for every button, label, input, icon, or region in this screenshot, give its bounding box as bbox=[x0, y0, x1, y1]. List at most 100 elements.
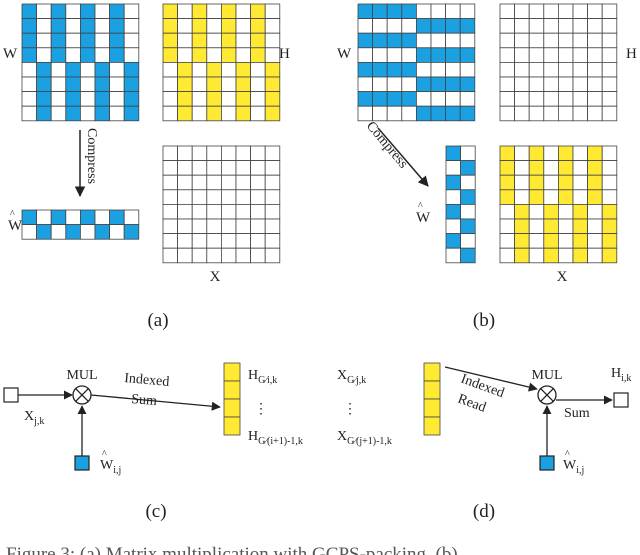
h-matrix-b-cell bbox=[514, 3, 530, 20]
h-matrix-b-cell bbox=[514, 32, 530, 49]
w-hat-matrix-a bbox=[21, 209, 140, 240]
w-matrix-b-cell bbox=[415, 105, 432, 122]
w-matrix-a-cell bbox=[36, 32, 52, 49]
w-matrix-b-cell bbox=[372, 32, 388, 49]
w-matrix-b-cell bbox=[415, 47, 432, 63]
h-matrix-a-cell bbox=[250, 76, 266, 93]
h-matrix-a-cell bbox=[220, 76, 237, 93]
x-matrix-b-cell bbox=[514, 145, 530, 162]
h-matrix-a-cell bbox=[250, 62, 266, 78]
h-matrix-b-cell bbox=[499, 91, 516, 107]
x-label-b: X bbox=[557, 269, 568, 285]
x-matrix-a-cell bbox=[191, 174, 208, 191]
h-matrix-a-cell bbox=[191, 76, 208, 93]
w-hat-matrix-b-cell bbox=[445, 145, 462, 162]
h-matrix-b-cell bbox=[572, 32, 589, 49]
w-matrix-a-cell bbox=[36, 105, 52, 122]
x-matrix-a-cell bbox=[191, 160, 208, 176]
h-matrix-b-cell bbox=[543, 32, 559, 49]
h-matrix-a-cell bbox=[206, 105, 222, 122]
w-matrix-b-cell bbox=[372, 3, 388, 20]
w-matrix-a-cell bbox=[109, 18, 125, 34]
h-column-c bbox=[223, 362, 241, 436]
h-matrix-b-cell bbox=[543, 91, 559, 107]
w-matrix-b-cell bbox=[372, 18, 388, 34]
h-column-cells-c-cell bbox=[223, 416, 241, 436]
h-matrix-a-cell bbox=[235, 62, 252, 78]
w-matrix-b-cell bbox=[386, 105, 403, 122]
h-matrix-a-cell bbox=[191, 47, 208, 63]
w-ij-label-c: Wi,j bbox=[100, 458, 121, 476]
w-hat-matrix-b-cell bbox=[445, 160, 462, 176]
w-matrix-a-cell bbox=[123, 47, 140, 63]
w-matrix-b-cell bbox=[415, 3, 432, 20]
h-matrix-b-cell bbox=[514, 47, 530, 63]
h-matrix-b-cell bbox=[558, 62, 574, 78]
w-hat-matrix-a-cell bbox=[109, 209, 125, 226]
x-matrix-a-cell bbox=[162, 174, 179, 191]
w-hat-matrix-a-cell bbox=[21, 224, 38, 240]
w-matrix-a-cell bbox=[109, 32, 125, 49]
x-matrix-a-cell bbox=[191, 218, 208, 235]
w-matrix-b-cell bbox=[445, 18, 461, 34]
h-matrix-b-cell bbox=[572, 76, 589, 93]
x-column-cells-d bbox=[423, 362, 441, 436]
x-matrix-b-cell bbox=[601, 218, 618, 235]
h-matrix-b-cell bbox=[572, 62, 589, 78]
w-matrix-a-cell bbox=[123, 62, 140, 78]
w-matrix-a-cell bbox=[80, 32, 96, 49]
w-matrix-b-cell bbox=[430, 91, 447, 107]
w-label-b: W bbox=[337, 46, 352, 62]
x-matrix-b-cell bbox=[601, 174, 618, 191]
x-matrix-a-cell bbox=[162, 189, 179, 205]
x-matrix-a-cell bbox=[264, 233, 281, 249]
w-hat-matrix-b-cell bbox=[445, 174, 462, 191]
x-matrix-b-cell bbox=[499, 189, 516, 205]
w-hat-label-a: W bbox=[8, 218, 23, 234]
h-matrix-a-cell bbox=[220, 18, 237, 34]
x-matrix-a-cell bbox=[206, 203, 222, 220]
w-matrix-b-cell bbox=[372, 76, 388, 93]
w-hat-caret-a: ^ bbox=[10, 209, 15, 220]
x-matrix-b-cell bbox=[528, 160, 545, 176]
h-matrix-a-cell bbox=[250, 91, 266, 107]
x-matrix-a-cell bbox=[177, 174, 193, 191]
w-matrix-b-cell bbox=[459, 18, 476, 34]
sum-label-c: Sum bbox=[131, 392, 158, 409]
x-matrix-b-cell bbox=[514, 218, 530, 235]
h-matrix-b-cell bbox=[514, 18, 530, 34]
x-matrix-b-cell bbox=[514, 189, 530, 205]
x-matrix-a-cell bbox=[235, 247, 252, 264]
w-matrix-b-cell bbox=[401, 62, 417, 78]
h-column-cells-c-cell bbox=[223, 362, 241, 382]
x-matrix-b-cell bbox=[587, 174, 603, 191]
w-matrix-b-cell bbox=[401, 91, 417, 107]
h-matrix-a-cell bbox=[162, 47, 179, 63]
x-matrix-b-cell bbox=[601, 203, 618, 220]
w-matrix-b-cell bbox=[415, 91, 432, 107]
x-matrix-b-cell bbox=[528, 218, 545, 235]
x-matrix-a-cell bbox=[191, 247, 208, 264]
w-matrix-b-cell bbox=[445, 3, 461, 20]
x-matrix-a-cell bbox=[162, 160, 179, 176]
x-input-box-c bbox=[3, 387, 19, 403]
x-matrix-a-cell bbox=[220, 189, 237, 205]
w-matrix-b-cell bbox=[445, 62, 461, 78]
w-matrix-b-cell bbox=[372, 47, 388, 63]
w-matrix-a-cell bbox=[94, 105, 111, 122]
w-matrix-b-cell bbox=[445, 47, 461, 63]
h-matrix-b-cell bbox=[601, 3, 618, 20]
w-hat-matrix-b-cell bbox=[445, 218, 462, 235]
h-matrix-b-cell bbox=[543, 47, 559, 63]
h-matrix-a-cell bbox=[206, 76, 222, 93]
h-matrix-a-cell bbox=[250, 105, 266, 122]
w-matrix-a bbox=[21, 3, 140, 122]
w-matrix-a-cell bbox=[123, 76, 140, 93]
x-matrix-b-cell bbox=[587, 160, 603, 176]
x-matrix-a-cell bbox=[206, 174, 222, 191]
x-matrix-a-cell bbox=[206, 160, 222, 176]
w-matrix-a-cell bbox=[123, 32, 140, 49]
w-matrix-b-cell bbox=[459, 76, 476, 93]
w-hat-matrix-a-cell bbox=[21, 209, 38, 226]
